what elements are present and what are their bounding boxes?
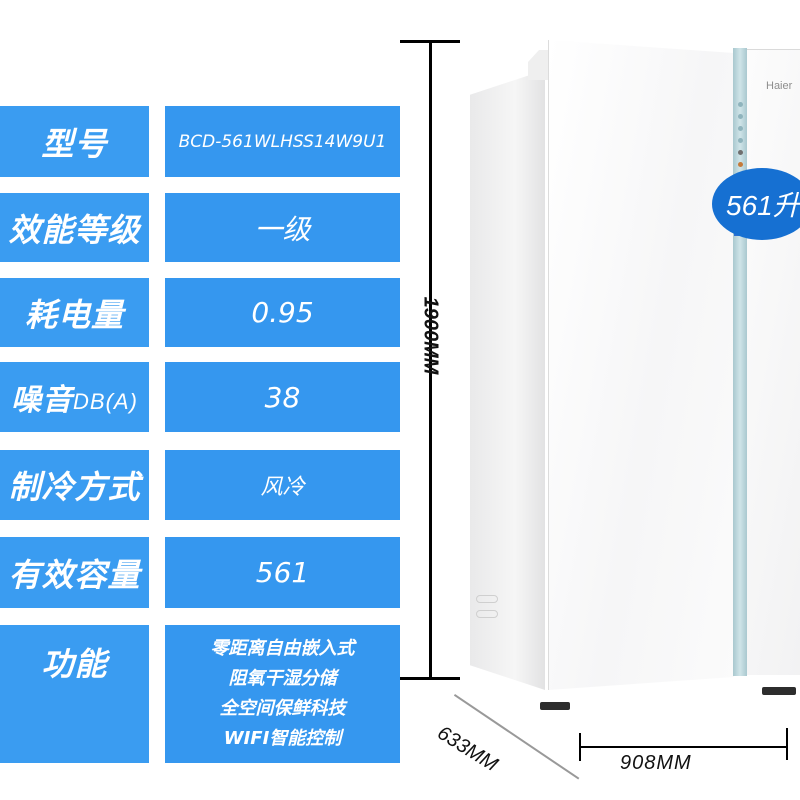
capacity-badge-text: 561升: [726, 190, 800, 221]
spec-label-capacity: 有效容量: [0, 537, 149, 608]
spec-value-features: 零距离自由嵌入式 阻氧干湿分储 全空间保鲜科技 WIFI智能控制: [165, 625, 400, 763]
height-dimension-label: 1900MM: [400, 280, 460, 390]
spec-value-model: BCD-561WLHSS14W9U1: [165, 106, 400, 177]
spec-label-model: 型号: [0, 106, 149, 177]
spec-value-capacity: 561: [165, 537, 400, 608]
width-dimension-right-tick: [786, 728, 788, 760]
refrigerator-image: Haier: [470, 40, 800, 720]
height-dimension-bottom-tick: [400, 677, 460, 680]
spec-value-efficiency: 一级: [165, 193, 400, 262]
spec-label-efficiency: 效能等级: [0, 193, 149, 262]
feature-line: 全空间保鲜科技: [219, 698, 346, 719]
height-dimension-line: [429, 41, 432, 677]
depth-dimension-label: 633MM: [433, 722, 502, 777]
spec-value-text: 38: [264, 380, 301, 414]
vent-icon: [476, 595, 498, 603]
spec-label-text: 型号: [41, 124, 108, 163]
fridge-top-lip: [528, 50, 550, 80]
spec-value-text: BCD-561WLHSS14W9U1: [178, 131, 387, 152]
spec-label-text: 功能: [41, 645, 108, 683]
spec-value-power: 0.95: [165, 278, 400, 347]
spec-value-text: 一级: [254, 212, 311, 246]
capacity-badge: 561升: [712, 168, 800, 240]
height-dimension-text: 1900MM: [419, 296, 442, 374]
fridge-foot: [762, 687, 796, 695]
fridge-right-door: [747, 49, 800, 675]
fridge-foot: [540, 702, 570, 710]
spec-value-text: 风冷: [260, 475, 305, 500]
feature-line: 零距离自由嵌入式: [210, 638, 355, 659]
spec-label-text: 耗电量: [24, 295, 124, 334]
spec-label-cooling: 制冷方式: [0, 450, 149, 520]
brand-logo: Haier: [766, 80, 793, 92]
width-dimension-line: [580, 746, 787, 748]
spec-value-noise: 38: [165, 362, 400, 432]
feature-line: WIFI智能控制: [223, 728, 342, 749]
spec-value-text: 561: [255, 556, 310, 589]
feature-line: 阻氧干湿分储: [228, 668, 337, 689]
spec-value-cooling: 风冷: [165, 450, 400, 520]
spec-label-text: 效能等级: [8, 210, 141, 249]
fridge-side-panel: [470, 70, 545, 690]
spec-value-text: 0.95: [251, 296, 314, 329]
fridge-left-door: [548, 40, 734, 690]
vent-icon: [476, 610, 498, 618]
spec-label-text: 噪音: [11, 383, 74, 418]
spec-label-text: 有效容量: [8, 555, 141, 594]
spec-label-features: 功能: [0, 625, 149, 763]
spec-label-unit: DB(A): [73, 389, 138, 414]
width-dimension-label: 908MM: [620, 752, 692, 774]
spec-label-power: 耗电量: [0, 278, 149, 347]
spec-label-text: 制冷方式: [8, 468, 141, 506]
